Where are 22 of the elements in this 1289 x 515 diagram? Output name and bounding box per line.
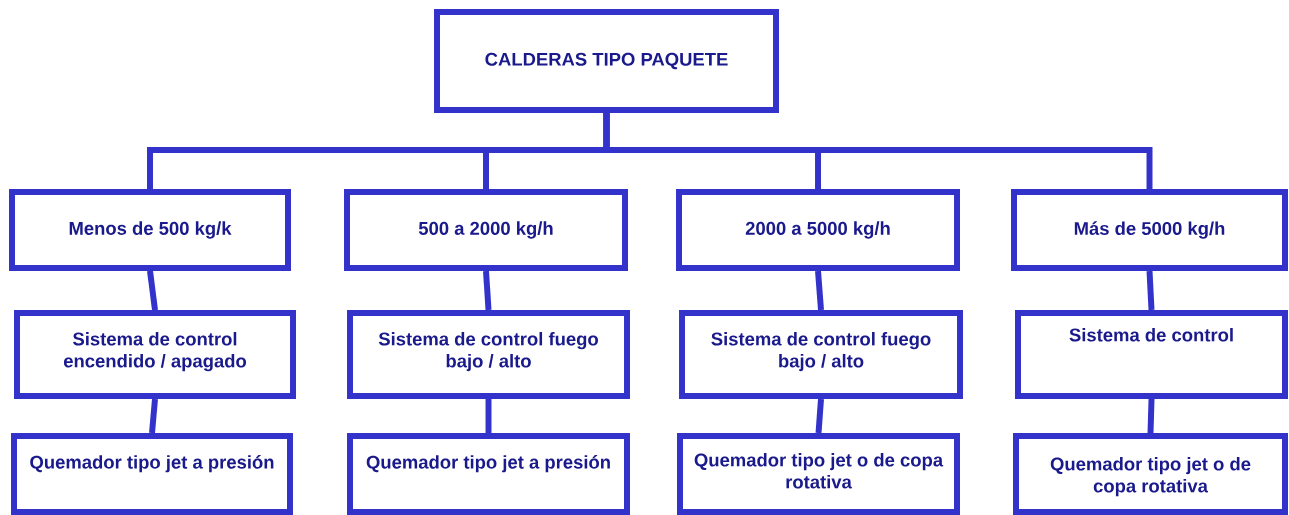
process-box: Quemador tipo jet o de copa rotativa	[677, 433, 960, 515]
process-box: Sistema de control fuego bajo / alto	[347, 310, 630, 399]
connector-line	[1146, 270, 1155, 311]
process-box: Quemador tipo jet a presión	[347, 433, 630, 515]
connector-line	[485, 399, 492, 433]
connector-line	[815, 398, 824, 434]
process-box: CALDERAS TIPO PAQUETE	[434, 9, 779, 113]
process-box: Menos de 500 kg/k	[9, 189, 291, 271]
connector-line	[1147, 398, 1155, 434]
process-box: Más de 5000 kg/h	[1011, 189, 1288, 271]
connector-line	[147, 270, 158, 311]
process-box: Quemador tipo jet a presión	[11, 433, 293, 515]
connector-line	[815, 270, 824, 311]
process-box: Quemador tipo jet o de copa rotativa	[1013, 433, 1288, 515]
connector-line	[603, 113, 1153, 189]
process-box: Sistema de control encendido / apagado	[14, 310, 296, 399]
process-box: Sistema de control	[1015, 310, 1288, 399]
process-box: 2000 a 5000 kg/h	[676, 189, 960, 271]
connector-line	[483, 270, 492, 311]
process-box: Sistema de control fuego bajo / alto	[679, 310, 963, 399]
process-box: 500 a 2000 kg/h	[344, 189, 628, 271]
connector-line	[149, 398, 158, 434]
